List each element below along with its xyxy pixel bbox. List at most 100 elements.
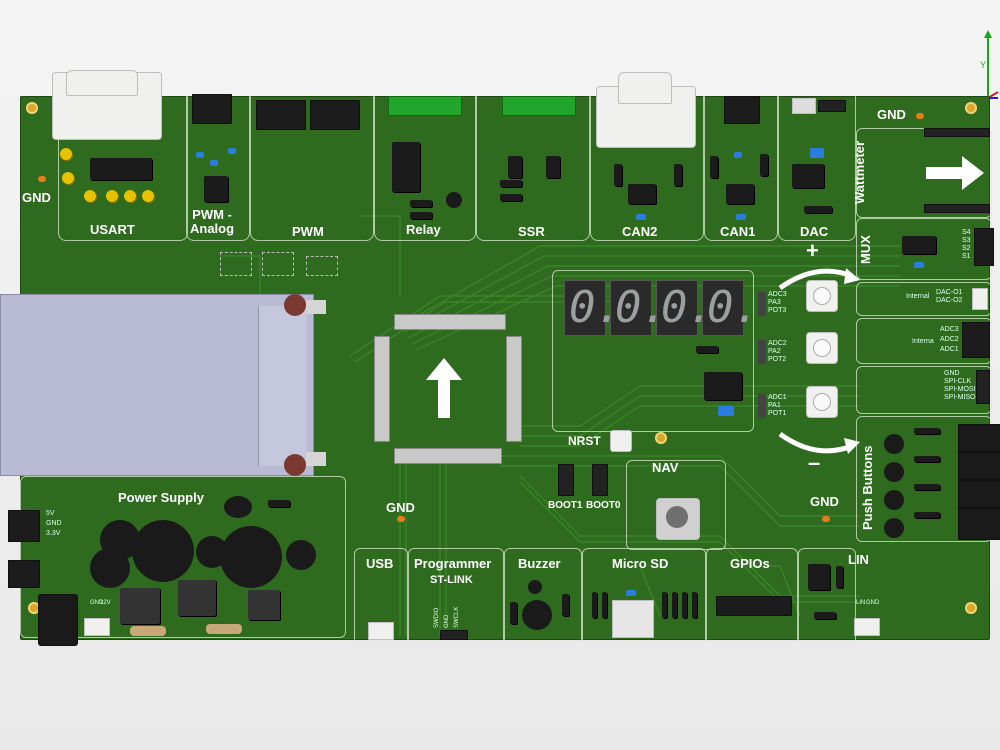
spi-label: SPI-MOSI <box>944 386 976 393</box>
diode <box>760 154 768 176</box>
mux-header[interactable] <box>974 228 994 266</box>
mcu-header-top[interactable] <box>394 314 506 330</box>
gpio-header[interactable] <box>716 596 792 616</box>
gnd-label: GND <box>386 500 415 515</box>
push-button-connector[interactable] <box>958 480 1000 508</box>
diode <box>592 592 597 618</box>
push-button[interactable] <box>884 518 904 538</box>
spi-header[interactable] <box>976 370 990 404</box>
diode <box>602 592 607 618</box>
header-connector[interactable] <box>724 96 760 124</box>
push-button[interactable] <box>884 462 904 482</box>
boot1-jumper[interactable] <box>558 464 574 496</box>
capacitor <box>124 190 136 202</box>
adc-label: ADC3 <box>940 326 959 333</box>
dac-output-connector[interactable] <box>972 288 988 310</box>
header-connector[interactable] <box>818 100 846 112</box>
header-connector[interactable] <box>924 204 990 213</box>
seven-segment-digit: 0. <box>656 280 714 336</box>
power-connector[interactable] <box>84 618 110 636</box>
boot0-jumper[interactable] <box>592 464 608 496</box>
diode <box>562 594 569 616</box>
relay-section <box>374 96 476 241</box>
header-connector[interactable] <box>310 100 360 130</box>
power-header[interactable] <box>8 560 40 588</box>
mount-hole <box>26 102 38 114</box>
pot-label-box <box>758 292 766 316</box>
spi-label: SPI-CLK <box>944 378 972 385</box>
capacitor <box>196 152 204 158</box>
micro-sd-label: Micro SD <box>612 556 669 571</box>
resistor <box>206 624 242 634</box>
mcu-header-right[interactable] <box>506 336 522 442</box>
mount-hole <box>965 102 977 114</box>
push-button-connector[interactable] <box>958 508 1000 540</box>
micro-sd-slot[interactable] <box>612 600 654 638</box>
seven-segment-section <box>552 270 754 432</box>
minus-label: – <box>808 450 821 475</box>
pot-label: PA2 <box>768 348 781 355</box>
ssr-label: SSR <box>518 224 545 239</box>
diode <box>814 612 836 619</box>
terminal-block[interactable] <box>502 96 576 116</box>
internal-label: Interna <box>912 338 934 345</box>
can-transceiver-chip <box>628 184 656 204</box>
mux-pin-label: S2 <box>962 245 971 252</box>
mcu-header-left[interactable] <box>374 336 390 442</box>
dac-connector[interactable] <box>792 98 816 114</box>
lcd-bracket <box>306 300 326 314</box>
lin-section <box>798 548 856 642</box>
can1-label: CAN1 <box>720 224 756 239</box>
push-button[interactable] <box>884 490 904 510</box>
push-button-connector[interactable] <box>958 452 1000 480</box>
relay-label: Relay <box>406 222 441 237</box>
dac-chip <box>792 164 824 188</box>
resistor-array <box>262 252 294 276</box>
lcd-standoff <box>284 294 306 316</box>
mcu-header-bottom[interactable] <box>394 448 502 464</box>
header-connector[interactable] <box>256 100 306 130</box>
potentiometer-knob <box>814 340 830 356</box>
capacitor-electrolytic <box>90 548 130 588</box>
adc-header[interactable] <box>962 322 990 358</box>
potentiometer-knob <box>814 394 830 410</box>
gnd-label: GND <box>22 190 51 205</box>
header-connector[interactable] <box>192 94 232 124</box>
arrow-up-icon <box>426 358 462 418</box>
pot-label: POT2 <box>768 356 787 363</box>
diode <box>410 212 432 219</box>
header-connector[interactable] <box>924 128 990 137</box>
lin-connector[interactable] <box>854 618 880 636</box>
dac-output-section <box>856 282 992 316</box>
st-link-pin: GND <box>444 614 450 628</box>
plus-label: + <box>806 238 819 263</box>
arrow-right-icon <box>926 156 984 190</box>
push-button-connector[interactable] <box>958 424 1000 452</box>
dac-section <box>778 96 856 241</box>
power-supply-label: Power Supply <box>118 490 204 505</box>
can1-section <box>704 96 778 241</box>
pwm-section <box>250 96 374 241</box>
usb-connector[interactable] <box>368 622 394 640</box>
capacitor <box>914 262 924 268</box>
terminal-block[interactable] <box>388 96 462 116</box>
led <box>916 113 924 119</box>
spi-label: GND <box>944 370 960 377</box>
capacitor <box>810 148 824 158</box>
nrst-button[interactable] <box>610 430 632 452</box>
adc-label: ADC1 <box>940 346 959 353</box>
voltage-regulator <box>120 588 160 624</box>
capacitor <box>106 190 118 202</box>
voltage-regulator <box>178 580 216 616</box>
diode <box>710 156 718 178</box>
power-header[interactable] <box>8 510 40 542</box>
st-link-header[interactable] <box>440 630 468 640</box>
usart-section <box>58 96 188 241</box>
can-transceiver-chip <box>726 184 754 204</box>
dc-jack[interactable] <box>38 594 78 646</box>
internal-label: Internal <box>906 293 930 300</box>
programmer-section <box>408 548 504 642</box>
pot-label-box <box>758 394 766 418</box>
push-button[interactable] <box>884 434 904 454</box>
capacitor <box>718 406 734 416</box>
